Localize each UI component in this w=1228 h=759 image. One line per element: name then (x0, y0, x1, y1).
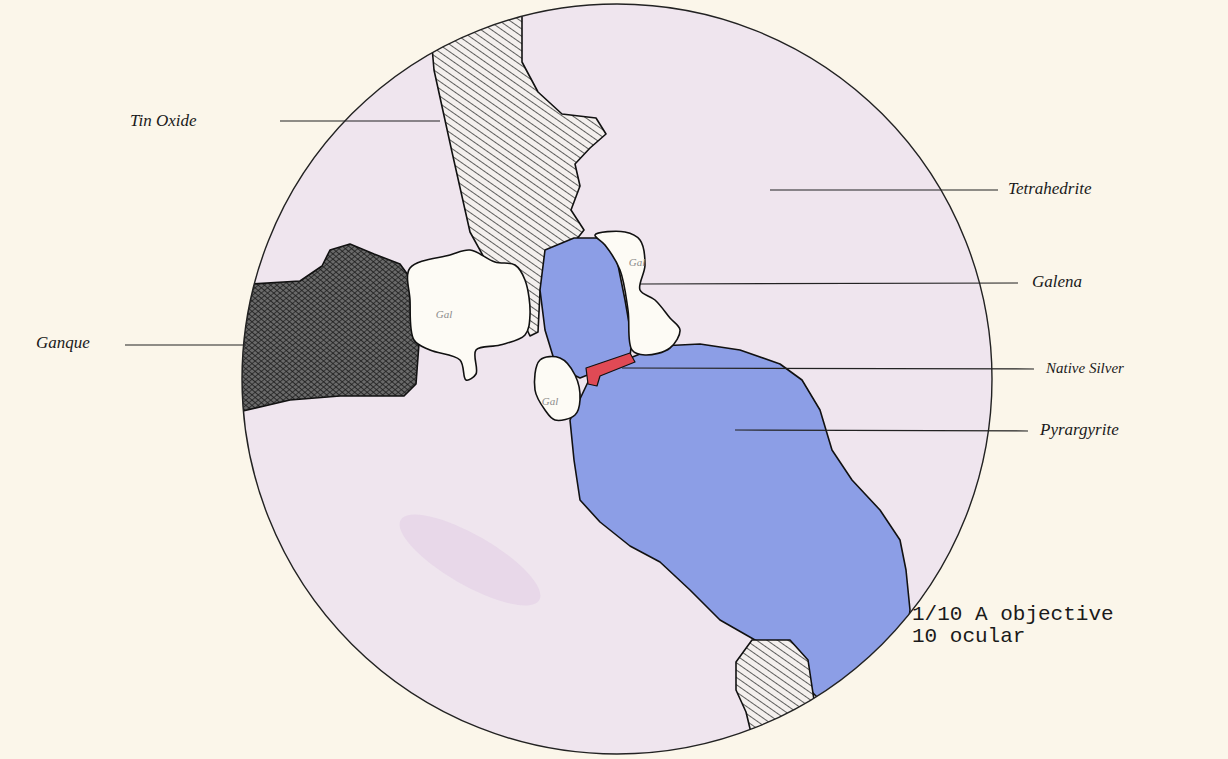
label-box: Tin Oxide (130, 111, 197, 131)
mineral-label: Ganque (36, 333, 90, 352)
mineral-label: Tetrahedrite (1008, 179, 1091, 198)
label-box: 1/10 A objective 10 ocular (912, 604, 1137, 648)
leader-lines (125, 121, 1034, 431)
label-box: Ganque (36, 333, 90, 353)
mineral-label: Tin Oxide (130, 111, 197, 130)
label-box: Tetrahedrite (1008, 179, 1091, 199)
mineral-label: Native Silver (1046, 360, 1124, 376)
galena-grain: Gal (595, 232, 680, 355)
mineral-abbrev: Gal (629, 256, 646, 268)
mineral-abbrev: Gal (542, 395, 559, 407)
label-box: Native Silver (1046, 359, 1124, 377)
grain-outline (410, 250, 530, 380)
galena-grain: Gal (410, 250, 530, 380)
tin-oxide-grain (736, 640, 814, 759)
galena-grain: Gal (535, 358, 580, 420)
mineral-label: Pyrargyrite (1040, 420, 1119, 439)
pyrargyrite-grain (570, 344, 910, 700)
mineral-label: Galena (1032, 272, 1082, 291)
magnification-note: 1/10 A objective 10 ocular (912, 604, 1137, 648)
grain-outline (535, 358, 580, 420)
native-silver-grain (586, 353, 635, 386)
grain-outline (595, 232, 680, 355)
label-box: Pyrargyrite (1040, 420, 1119, 440)
label-box: Galena (1032, 272, 1082, 292)
mineral-abbrev: Gal (436, 308, 453, 320)
